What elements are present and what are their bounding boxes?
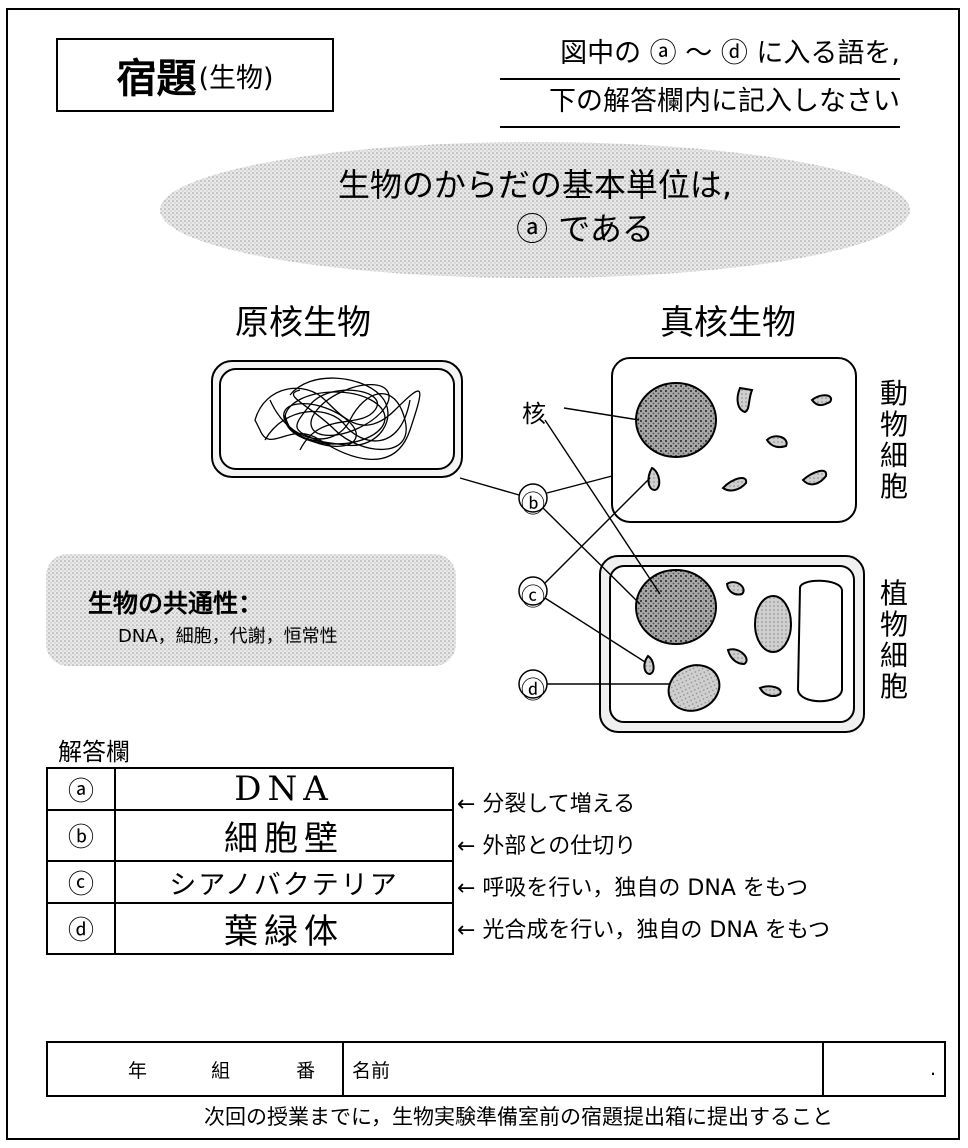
answer-key: ⓒ (46, 860, 116, 904)
answer-hint: ← 分裂して増える (457, 792, 636, 817)
instruction: 図中の ⓐ ～ ⓓ に入る語を, 下の解答欄内に記入しなさい (500, 32, 900, 128)
name-label: 名前 (352, 1059, 391, 1082)
answer-row: ⓒ シアノバクテリア (46, 860, 454, 904)
answer-value[interactable]: DNA (114, 767, 454, 811)
prokaryote-cell (211, 360, 463, 478)
number-label: 番 (296, 1059, 316, 1082)
year-class-number-cell[interactable]: 年 組 番 (46, 1041, 344, 1097)
instruction-line-1: 図中の ⓐ ～ ⓓ に入る語を, (500, 32, 900, 80)
class-label: 組 (211, 1059, 231, 1082)
answer-table: ⓐ DNA ⓑ 細胞壁 ⓒ シアノバクテリア ⓓ 葉緑体 (46, 767, 454, 955)
answer-hint: ← 外部との仕切り (457, 834, 637, 859)
answer-value[interactable]: 細胞壁 (114, 809, 454, 862)
leader-lines (459, 407, 670, 685)
answer-heading: 解答欄 (58, 738, 130, 766)
footer-note: 次回の授業までに，生物実験準備室前の宿題提出箱に提出すること (204, 1105, 833, 1129)
animal-cell-label: 動物細胞 (879, 377, 908, 503)
answer-value[interactable]: 葉緑体 (114, 902, 454, 955)
year-label: 年 (128, 1059, 148, 1082)
animal-cell (611, 357, 857, 523)
answer-hint: ← 呼吸を行い，独自の DNA をもつ (457, 876, 808, 901)
title-box: 宿題 (生物) (56, 38, 334, 112)
prokaryote-heading: 原核生物 (235, 303, 371, 343)
page-frame (6, 8, 960, 1140)
title-main: 宿題 (116, 56, 197, 102)
marker-c: ⓒ (521, 583, 545, 611)
plant-cell (599, 555, 865, 733)
mark-cell[interactable]: . (822, 1041, 946, 1097)
name-field-table: 年 組 番 名前 . (46, 1041, 946, 1097)
answer-hint: ← 光合成を行い，独自の DNA をもつ (457, 918, 830, 943)
mark-dot: . (929, 1058, 936, 1080)
marker-d: ⓓ (521, 676, 545, 704)
definition-text: 生物のからだの基本単位は, ⓐ である (210, 163, 860, 251)
answer-key: ⓐ (46, 767, 116, 811)
similarity-title: 生物の共通性： (88, 589, 264, 618)
definition-bubble (160, 142, 910, 278)
answer-key: ⓑ (46, 809, 116, 862)
name-cell[interactable]: 名前 (342, 1041, 824, 1097)
definition-line-1: 生物のからだの基本単位は, (337, 166, 733, 204)
marker-b-circle (518, 483, 548, 513)
marker-c-circle (518, 576, 548, 606)
answer-row: ⓑ 細胞壁 (46, 809, 454, 862)
title-sub: (生物) (198, 62, 274, 94)
answer-row: ⓓ 葉緑体 (46, 902, 454, 955)
instruction-line-2: 下の解答欄内に記入しなさい (500, 80, 900, 128)
answer-value[interactable]: シアノバクテリア (114, 860, 454, 904)
definition-line-2: ⓐ である (516, 210, 654, 248)
similarity-box-bg (46, 554, 456, 666)
nucleus-label: 核 (522, 400, 546, 428)
similarity-body: DNA，細胞，代謝，恒常性 (118, 626, 338, 647)
marker-b: ⓑ (521, 490, 545, 518)
eukaryote-heading: 真核生物 (660, 303, 796, 343)
answer-key: ⓓ (46, 902, 116, 955)
answer-row: ⓐ DNA (46, 767, 454, 811)
plant-cell-label: 植物細胞 (879, 577, 908, 703)
